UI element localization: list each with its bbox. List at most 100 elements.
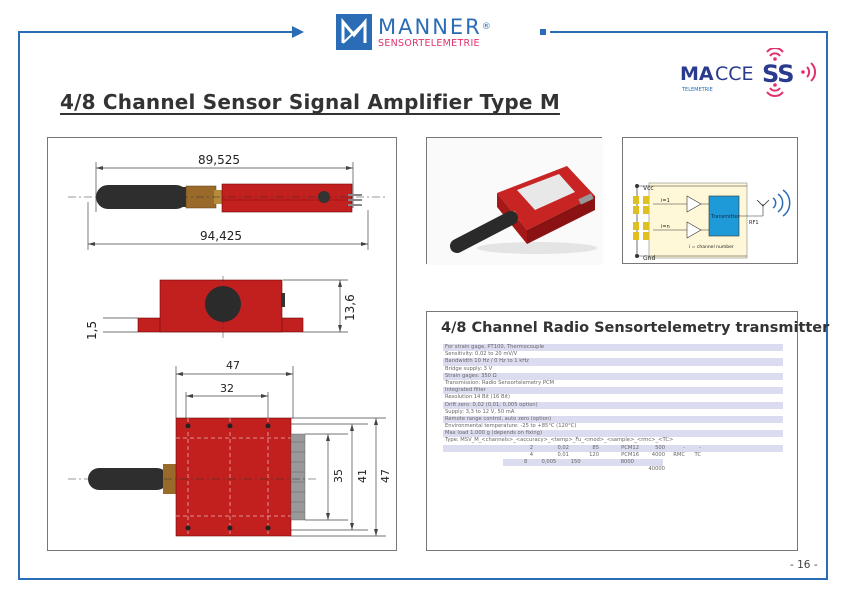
spec-line: Drift zero: 0,02 (0,01; 0,005 option)	[443, 401, 783, 409]
dim-base-label: 1,5	[85, 321, 99, 340]
value-cell: 8000	[620, 459, 634, 465]
dim-h41-label: 41	[356, 469, 369, 483]
transmitter-block	[708, 195, 740, 237]
value-row: 2 0,02 85 PCM12 500 - -	[443, 444, 783, 452]
value-cell: PCM12	[621, 444, 639, 451]
amplifier-n-icon	[686, 221, 702, 239]
value-cell	[665, 466, 685, 473]
value-cell: 8	[523, 459, 528, 465]
gnd-label: Gnd	[643, 255, 655, 262]
front-view: 13,6 1,5	[85, 276, 357, 340]
spec-line: Sensitivity: 0,02 to 20 mV/V	[445, 351, 518, 358]
vcc-label: Vcc	[643, 185, 654, 192]
antenna-icon	[756, 199, 770, 207]
specs-table: For strain gage, PT100, Thermocouple Sen…	[443, 344, 783, 473]
spec-line: Supply: 3,3 to 12 V, 50 mA	[445, 408, 515, 415]
value-cell: 2	[529, 444, 533, 451]
value-row: 8 0,005 150 8000	[503, 459, 663, 467]
svg-text:MA: MA	[680, 63, 714, 85]
frame-left	[18, 31, 20, 580]
block-diagram-panel: Vcc Gnd i=1 i=n Transmitter	[622, 137, 798, 264]
value-cell	[533, 466, 569, 473]
frame-top-right	[550, 31, 828, 33]
dim-h47-label: 47	[379, 469, 392, 483]
dim-h35-label: 35	[332, 469, 345, 483]
drawing-panel: 89,525 94,425 13,6 1,5	[47, 137, 397, 551]
spec-line: Environmental temperature: -25 to +85°C …	[445, 423, 577, 430]
value-cell: 150	[570, 459, 581, 465]
dim-top-label: 89,525	[198, 153, 240, 167]
product-photo-panel	[426, 137, 603, 265]
product-photo	[427, 138, 603, 265]
value-cell: 120	[589, 451, 599, 458]
specs-panel: 4/8 Channel Radio Sensortelemetry transm…	[426, 311, 829, 551]
page-number: - 16 -	[790, 559, 818, 571]
value-cell	[599, 466, 639, 473]
brand-name: MANNER	[378, 14, 482, 39]
value-cell: 0,02	[557, 444, 569, 451]
spec-line: Remote range control, auto zero (option)	[443, 415, 783, 424]
value-cell: 0,005	[541, 459, 557, 465]
value-cell	[685, 466, 701, 473]
channel-n-label: i=n	[661, 224, 670, 230]
maccess-logo: MA CCE SS TELEMETRIE	[680, 48, 817, 97]
value-cell: 4	[529, 451, 533, 458]
radio-waves-icon	[772, 189, 791, 217]
frame-top-left	[18, 31, 296, 33]
value-row: 4 0,01 120 PCM16 4000 RMC TC	[443, 452, 783, 459]
value-cell	[443, 466, 533, 473]
strain-gauge-n-icon	[633, 222, 649, 240]
value-cell	[581, 459, 613, 466]
rf-label: RF1	[749, 220, 759, 226]
specs-title: 4/8 Channel Radio Sensortelemetry transm…	[441, 320, 830, 336]
value-cell: 4000	[651, 451, 665, 458]
side-view: 89,525 94,425	[68, 153, 388, 250]
value-cell: -	[699, 444, 701, 451]
spec-line: Bandwidth 10 Hz / 0 Hz to 1 kHz	[443, 358, 783, 366]
frame-right	[826, 31, 828, 580]
value-cell: 0,01	[557, 451, 569, 458]
dim-w47-label: 47	[226, 359, 240, 372]
brand-reg: ®	[481, 21, 493, 32]
maccess-sub: TELEMETRIE	[681, 87, 713, 93]
top-view: 47 32	[68, 359, 392, 537]
frame-top-square	[540, 29, 546, 35]
spec-line: Type: MSV_M_<channels>_<accuracy>_<temp>…	[445, 437, 674, 444]
block-diagram: Vcc Gnd i=1 i=n Transmitter	[633, 182, 791, 262]
manner-logo: MANNER® SENSORTELEMETRIE	[336, 12, 493, 52]
value-cell	[634, 459, 650, 466]
technical-drawing: 89,525 94,425 13,6 1,5	[68, 153, 392, 537]
spec-line: Transmission: Radio Sensortelemetry PCM	[445, 379, 555, 386]
value-cell: TC	[694, 451, 702, 458]
spec-line: Integrated filter	[443, 387, 783, 395]
svg-text:CCE: CCE	[715, 63, 754, 85]
strain-gauge-1-icon	[633, 196, 649, 214]
spec-line: Strain gages: 350 Ω	[443, 372, 783, 380]
channel-note: i = channel number	[689, 244, 734, 250]
value-row: 40000	[443, 466, 783, 473]
dim-total-label: 94,425	[200, 229, 242, 243]
value-cell: 85	[592, 444, 599, 451]
value-cell: -	[683, 444, 685, 451]
dim-w32-label: 32	[220, 382, 234, 395]
spec-line: Max load 1.000 g (depends on fixing)	[443, 430, 783, 438]
amplifier-1-icon	[686, 195, 702, 213]
value-cell: RMC	[673, 451, 685, 458]
value-cell: 500	[655, 444, 665, 451]
frame-bottom	[18, 578, 828, 580]
spec-line: For strain gage, PT100, Thermocouple	[443, 344, 783, 352]
frame-arrow-icon	[292, 26, 304, 38]
transmitter-label: Transmitter	[710, 214, 740, 220]
value-cell	[650, 459, 663, 466]
channel-1-label: i=1	[661, 198, 670, 204]
brand-sub: SENSORTELEMETRIE	[378, 37, 480, 49]
spec-line: Resolution 14 Bit (16 Bit)	[445, 394, 511, 401]
spec-line: Bridge supply: 3 V	[445, 365, 493, 372]
page-title: 4/8 Channel Sensor Signal Amplifier Type…	[60, 90, 560, 114]
value-cell: PCM16	[621, 451, 639, 458]
value-cell	[569, 466, 599, 473]
dim-height-label: 13,6	[343, 294, 357, 321]
value-cell: 40000	[648, 466, 665, 473]
svg-text:SS: SS	[762, 60, 794, 88]
